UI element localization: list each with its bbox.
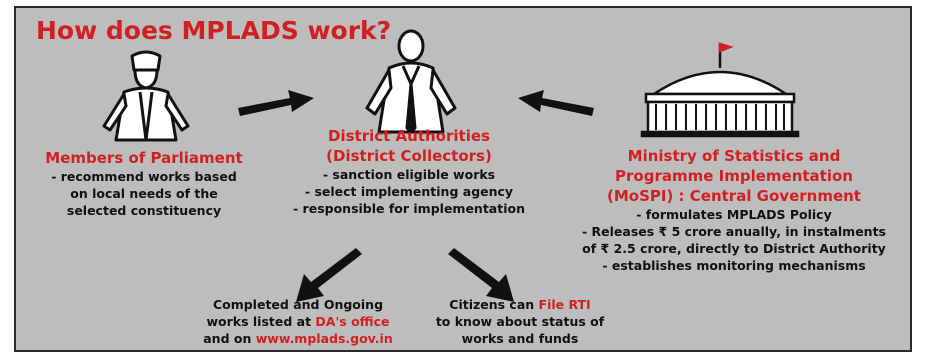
mospi-line: - formulates MPLADS Policy xyxy=(636,207,832,222)
parliament-building-icon xyxy=(640,42,800,138)
works-line: works listed at DA's office xyxy=(188,313,408,330)
da-heading: (District Collectors) xyxy=(326,147,492,165)
mp-line: selected constituency xyxy=(66,203,222,218)
works-text: works listed at xyxy=(206,314,316,329)
works-block: Completed and Ongoing works listed at DA… xyxy=(188,296,408,347)
rti-text: Citizens can xyxy=(449,297,539,312)
mp-line: on local needs of the xyxy=(70,186,218,201)
works-line: Completed and Ongoing xyxy=(212,297,384,312)
mospi-heading: Programme Implementation xyxy=(615,167,853,185)
da-office-link: DA's office xyxy=(315,314,390,329)
works-line: and on www.mplads.gov.in xyxy=(188,330,408,347)
mospi-line: - Releases ₹ 5 crore anually, in instalm… xyxy=(582,224,886,239)
district-officer-figure-icon xyxy=(365,29,457,134)
da-block: District Authorities (District Collector… xyxy=(274,126,544,217)
diagram-title: How does MPLADS work? xyxy=(36,16,392,45)
arrow-da-to-works-icon xyxy=(296,248,362,302)
mp-figure-icon xyxy=(102,50,190,142)
mospi-line: of ₹ 2.5 crore, directly to District Aut… xyxy=(582,241,886,256)
arrow-mp-to-da-icon xyxy=(238,90,314,116)
mospi-block: Ministry of Statistics and Programme Imp… xyxy=(568,146,900,274)
mplads-website-link[interactable]: www.mplads.gov.in xyxy=(255,331,393,346)
works-text: and on xyxy=(203,331,256,346)
diagram-panel: How does MPLADS work? xyxy=(14,6,912,352)
mp-line: - recommend works based xyxy=(51,169,237,184)
mospi-heading: (MoSPI) : Central Government xyxy=(607,187,861,205)
rti-line: Citizens can File RTI xyxy=(420,296,620,313)
mp-heading: Members of Parliament xyxy=(45,149,243,167)
da-line: - responsible for implementation xyxy=(293,201,525,216)
da-heading: District Authorities xyxy=(328,127,490,145)
da-line: - select implementing agency xyxy=(304,184,514,199)
rti-block: Citizens can File RTI to know about stat… xyxy=(420,296,620,347)
arrow-mospi-to-da-icon xyxy=(518,90,594,116)
file-rti-text: File RTI xyxy=(538,297,591,312)
da-line: - sanction eligible works xyxy=(322,167,496,182)
rti-line: works and funds xyxy=(461,331,579,346)
arrow-da-to-rti-icon xyxy=(448,248,514,302)
mospi-line: - establishes monitoring mechanisms xyxy=(602,258,866,273)
mp-block: Members of Parliament - recommend works … xyxy=(24,148,264,219)
mospi-heading: Ministry of Statistics and xyxy=(627,147,841,165)
rti-line: to know about status of xyxy=(435,314,605,329)
